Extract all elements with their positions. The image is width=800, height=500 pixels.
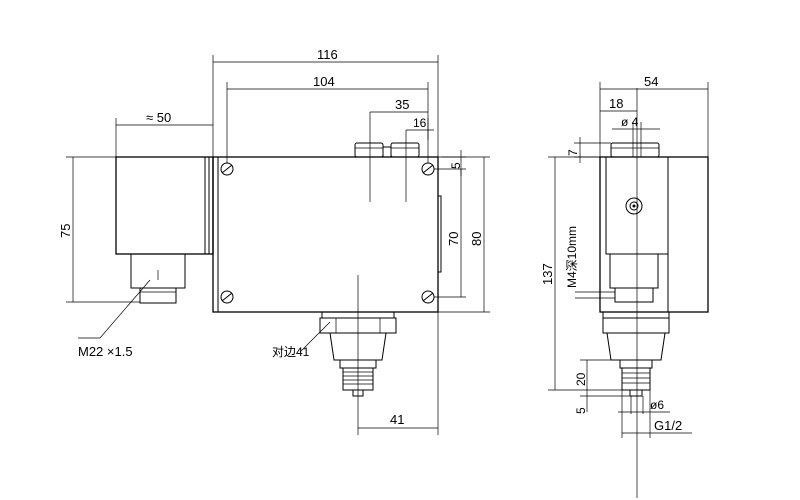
side-knob: [610, 142, 660, 158]
dim-dia6-label: ø6: [650, 398, 664, 412]
dim-54: 54: [599, 74, 709, 157]
side-gland: [609, 253, 659, 289]
dim-116-label: 116: [317, 47, 338, 62]
dim-54-label: 54: [644, 74, 658, 89]
dim-g12-label: G1/2: [654, 418, 682, 433]
dim-5-bottom: 5: [574, 390, 630, 414]
side-view: 54 18 ø 4 7 137: [540, 74, 709, 498]
dim-35: 35: [370, 97, 428, 113]
dim-total-width: 116: [212, 47, 439, 157]
dim-18: 18: [600, 96, 637, 112]
dim-80: 80: [438, 156, 490, 313]
dim-16: 16: [406, 116, 434, 140]
dim-70-label: 70: [446, 232, 461, 246]
dim-104-label: 104: [313, 74, 335, 89]
connector-box: [115, 156, 214, 255]
dim-75: 75: [58, 156, 140, 303]
mounting-screw-top-right: [421, 162, 435, 176]
dim-7-label: 7: [566, 149, 580, 156]
front-view: 116 104 35 16 ≈ 50: [58, 47, 490, 435]
side-adjust-screw: [625, 197, 643, 215]
side-pressure-port: [602, 311, 670, 397]
thread-leader: M22 ×1.5: [78, 279, 151, 359]
dim-dia4-label: ø 4: [621, 115, 639, 129]
dim-5-label: 5: [449, 162, 463, 169]
dim-hole-spacing: 104: [226, 74, 429, 163]
dim-41: 41: [358, 312, 439, 435]
wrench-label: 对边41: [272, 345, 310, 359]
side-gland-nut: [614, 287, 654, 303]
thread-label: M22 ×1.5: [78, 344, 133, 359]
dim-g12: G1/2: [621, 390, 692, 438]
mounting-screw-top-left: [220, 162, 234, 176]
dim-137: 137: [540, 156, 622, 391]
adjusting-knobs: [354, 142, 420, 158]
dim-50-label: ≈ 50: [146, 110, 171, 125]
dim-16-label: 16: [413, 116, 427, 130]
dim-dia4: ø 4: [612, 115, 660, 157]
dim-approx-50: ≈ 50: [115, 110, 213, 157]
gland-nut: [139, 287, 177, 304]
screw-label: M4深10mm: [565, 226, 579, 288]
dim-80-label: 80: [469, 232, 484, 246]
dim-18-label: 18: [609, 96, 623, 111]
dim-dia6: ø6: [618, 396, 670, 414]
dim-20: 20: [574, 359, 620, 390]
mounting-screw-bottom-left: [220, 290, 234, 304]
dim-20-label: 20: [574, 372, 588, 386]
side-cover: [437, 195, 442, 273]
wrench-leader: 对边41: [272, 321, 331, 359]
mounting-screw-bottom-right: [421, 290, 435, 304]
screw-spec: M4深10mm: [565, 226, 615, 299]
pressure-port: [319, 311, 397, 397]
dim-7: 7: [566, 137, 611, 163]
dim-41-label: 41: [390, 412, 404, 427]
dim-5-bottom-label: 5: [574, 407, 588, 414]
dim-75-label: 75: [58, 224, 73, 238]
side-body: [599, 156, 709, 313]
dim-70: 70: [434, 169, 466, 298]
main-body: [212, 156, 439, 313]
dim-35-label: 35: [395, 97, 409, 112]
dim-137-label: 137: [540, 263, 555, 285]
